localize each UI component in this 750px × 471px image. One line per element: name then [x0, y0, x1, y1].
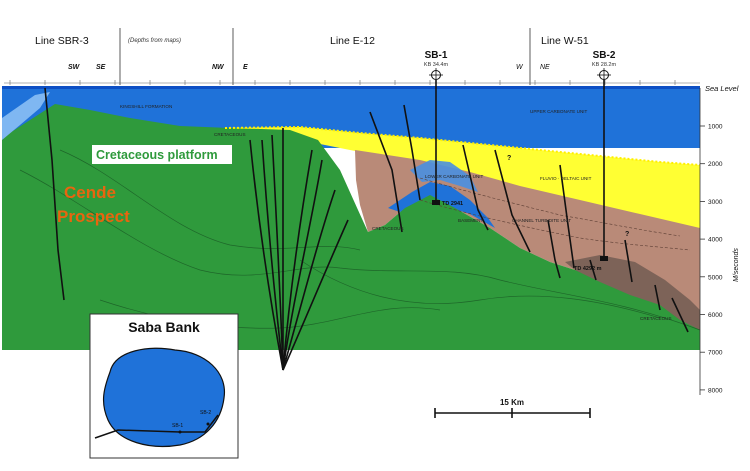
orientation-sw: SW — [68, 64, 81, 71]
shotpoint-ticks — [9, 80, 676, 85]
inset-sb1-dot — [178, 430, 182, 434]
orientation-e: E — [243, 64, 248, 71]
depth-tick-label: 6000 — [708, 312, 723, 319]
depth-tick-label: 8000 — [708, 387, 723, 394]
sb2-td-label: TD 4292 m — [574, 266, 602, 272]
depth-tick-label: 7000 — [708, 350, 723, 357]
sea-level-label: Sea Level — [705, 84, 739, 93]
uncertainty-marks: ? ? — [507, 155, 629, 238]
depths-note: (Depths from maps) — [128, 38, 181, 44]
kingshill-label: KINGSHILL FORMATION — [120, 104, 172, 109]
sb1-td-marker — [432, 200, 440, 205]
platform-callout-box — [92, 145, 232, 164]
line-e12-label: Line E-12 — [330, 35, 375, 47]
depth-tick-label: 3000 — [708, 199, 723, 206]
orientation-nw: NW — [212, 64, 225, 71]
orientation-se: SE — [96, 64, 106, 71]
inset-sb1-label: SB-1 — [172, 423, 183, 429]
channel-turbidite-label: CHANNEL TURBIDITE UNIT — [512, 218, 571, 223]
fluvio-deltaic-label: FLUVIO · DELTAIC UNIT — [540, 176, 592, 181]
lower-carbonate-label: LOWER CARBONATE UNIT — [425, 174, 484, 179]
well-sb1-name: SB-1 — [425, 50, 448, 61]
scale-bar — [434, 408, 591, 418]
unit-labels: KINGSHILL FORMATION UPPER CARBONATE UNIT… — [120, 104, 672, 321]
orientation-w: W — [516, 64, 524, 71]
cretaceous-label-2: CRETACEOUS — [372, 226, 404, 231]
line-sbr3-label: Line SBR-3 — [35, 35, 89, 47]
cretaceous-label-1: CRETACEOUS — [214, 132, 246, 137]
faults — [44, 80, 689, 371]
inset-title: Saba Bank — [128, 319, 200, 335]
depth-axis-label: M/seconds — [733, 248, 740, 282]
left-shelf-wedge — [2, 92, 50, 140]
depth-tick-label: 2000 — [708, 161, 723, 168]
well-sb2-kb: KB 28.2m — [592, 62, 617, 68]
basement-label: BASEMENT — [458, 218, 483, 223]
depth-tick-label: 1000 — [708, 124, 723, 131]
line-separators — [119, 28, 531, 85]
lower-carbonate-upper — [410, 160, 478, 192]
well-td-markers: TD 2941 TD 4292 m — [432, 200, 608, 272]
well-sb1-kb: KB 34.4m — [424, 62, 449, 68]
well-sb2-header: SB-2 KB 28.2m — [592, 50, 617, 82]
cretaceous-body — [2, 104, 700, 350]
depth-tick-label: 4000 — [708, 237, 723, 244]
well-sb2-name: SB-2 — [593, 50, 616, 61]
platform-top-hatch — [224, 125, 701, 166]
well-sb1-header: SB-1 KB 34.4m — [424, 50, 449, 82]
platform-callout: Cretaceous platform — [96, 148, 218, 162]
sea-surface-band — [2, 86, 700, 89]
svg-text:?: ? — [507, 155, 511, 162]
cretaceous-label-3: CRETACEOUS — [640, 316, 672, 321]
scale-bar-label: 15 Km — [500, 398, 524, 407]
line-w51-label: Line W-51 — [541, 35, 589, 47]
depth-tick-label: 5000 — [708, 274, 723, 281]
prospect-label-line1: Cende — [64, 183, 116, 202]
depth-axis-ticks: 1000 2000 3000 4000 5000 6000 7000 8000 — [700, 124, 723, 394]
svg-text:?: ? — [625, 231, 629, 238]
sb2-td-marker — [600, 256, 608, 261]
prospect-label-line2: Prospect — [57, 207, 130, 226]
dashed-horizons — [419, 177, 691, 251]
inset-bank-outline — [102, 347, 226, 448]
sb1-td-label: TD 2941 — [442, 201, 463, 207]
orientation-ne: NE — [540, 64, 550, 71]
inset-sb2-dot — [206, 422, 210, 426]
upper-carbonate-label: UPPER CARBONATE UNIT — [530, 109, 588, 114]
inset-sb2-label: SB-2 — [200, 410, 211, 416]
orientation-markers: SW SE NW E W NE — [68, 64, 550, 71]
inset-map: Saba Bank SB-1 SB-2 — [89, 313, 239, 459]
